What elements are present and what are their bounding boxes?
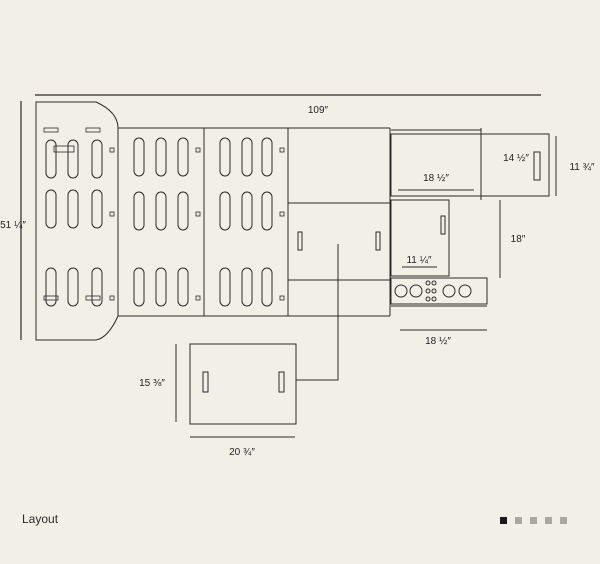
kitchen-depth-label: 18 ½″	[425, 336, 451, 347]
pagination-dots	[500, 517, 567, 524]
pager-dot[interactable]	[545, 517, 552, 524]
pager-dot[interactable]	[530, 517, 537, 524]
pager-dot[interactable]	[515, 517, 522, 524]
overall-length-label: 109″	[308, 105, 329, 116]
slide-out-width-label: 14 ½″	[503, 153, 529, 164]
slide-out-height-label: 11 ¾″	[569, 162, 594, 173]
layout-caption: Layout	[22, 512, 59, 526]
pager-dot[interactable]	[560, 517, 567, 524]
box-height-label: 15 ⅜″	[139, 378, 165, 389]
layout-diagram: 109″ 51 ¼″ 18 ½″ 14 ½″ 11 ¾″ 18″ 11 ¼″ 1…	[0, 94, 595, 458]
drawer-depth-label: 18 ½″	[423, 173, 449, 184]
box-width-label: 20 ¾″	[229, 447, 255, 458]
pager-dot[interactable]	[500, 517, 507, 524]
overall-width-label: 51 ¼″	[0, 219, 26, 231]
cabinet-height-label: 18″	[511, 234, 526, 245]
cabinet-inner-label: 11 ¼″	[406, 254, 431, 266]
